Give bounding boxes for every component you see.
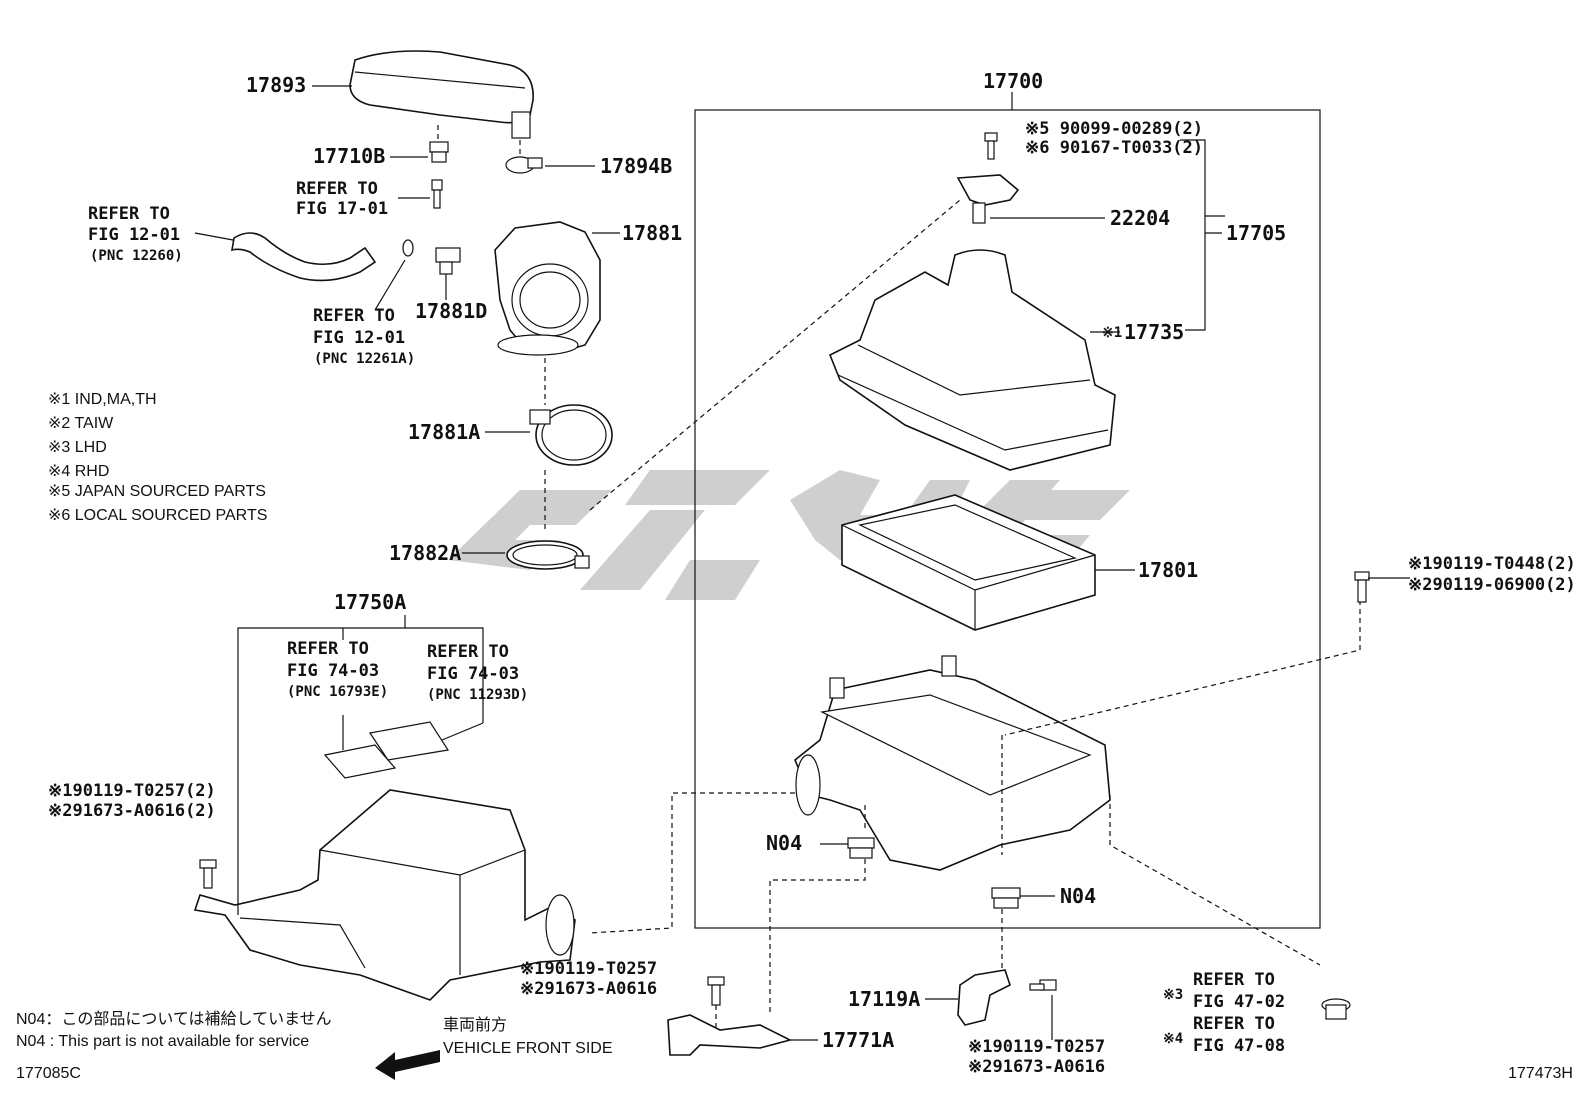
ref-17-01-line1: REFER TO <box>296 179 378 199</box>
pnc-17750A: 17750A <box>334 590 406 614</box>
ref-47-08-mark: ※4 <box>1163 1031 1183 1047</box>
legend-item: ※2 TAIW <box>48 415 114 432</box>
pnc-17705: 17705 <box>1226 221 1286 245</box>
cleaner-case-lower-drawing <box>794 655 1111 871</box>
ref-12-01-a-pnc: (PNC 12260) <box>90 248 183 264</box>
grommet-17710B-drawing <box>390 125 449 163</box>
resonator-17750A-drawing <box>193 789 576 1001</box>
figure-code-left: 177085C <box>16 1065 81 1082</box>
bolt-callout-mid-2: ※291673-A0616 <box>520 979 657 999</box>
clamp-17894B-drawing <box>505 140 595 174</box>
bolt-mid-drawing <box>707 976 725 1030</box>
sensor-22204-drawing <box>956 174 1105 224</box>
band-17882A-drawing <box>462 540 590 570</box>
pnc-17735: 17735 <box>1124 320 1184 344</box>
intake-connector-17881-drawing <box>494 221 620 405</box>
ref-74-03-a-line1: REFER TO <box>287 639 369 659</box>
assembly-17700-frame <box>694 109 1321 929</box>
bolt-callout-bottom-2: ※291673-A0616 <box>968 1057 1105 1077</box>
legend-item: ※6 LOCAL SOURCED PARTS <box>48 507 267 524</box>
pnc-17881: 17881 <box>622 221 682 245</box>
ref-12-01-a-line1: REFER TO <box>88 204 170 224</box>
hose-12260-drawing <box>194 232 377 282</box>
ref-47-02-line2: FIG 47-02 <box>1193 992 1285 1012</box>
sensor-bolt-drawing <box>398 179 443 209</box>
ref-12-01-b-line1: REFER TO <box>313 306 395 326</box>
pnc-17771A: 17771A <box>822 1028 894 1052</box>
grommet-n04-left-drawing <box>820 837 875 859</box>
pnc-22204: 22204 <box>1110 206 1170 230</box>
label-11293D <box>368 721 449 761</box>
bolt-right-drawing <box>1354 571 1410 603</box>
cleaner-case-cap-17735-drawing <box>828 249 1120 471</box>
ref-74-03-b-pnc: (PNC 11293D) <box>427 687 528 703</box>
legend-item: ※5 JAPAN SOURCED PARTS <box>48 483 266 500</box>
ref-12-01-b-pnc: (PNC 12261A) <box>314 351 415 367</box>
bolt-callout-left-1: ※190119-T0257(2) <box>48 781 216 801</box>
pnc-17881D: 17881D <box>415 299 487 323</box>
pnc-17882A: 17882A <box>389 541 461 565</box>
pnc-17881A: 17881A <box>408 420 480 444</box>
grommet-bottom-right-drawing <box>1321 998 1351 1020</box>
clip-12261A-drawing <box>374 239 414 311</box>
ref-47-08-line2: FIG 47-08 <box>1193 1036 1285 1056</box>
pnc-17893: 17893 <box>246 73 306 97</box>
pnc-n04-right: N04 <box>1060 884 1096 908</box>
bolt-bottom-drawing <box>1029 979 1057 1040</box>
air-filter-17801-drawing <box>841 494 1135 631</box>
pnc-17119A: 17119A <box>848 987 920 1011</box>
figure-code-right: 177473H <box>1508 1065 1573 1082</box>
bolt-left-drawing <box>199 859 217 889</box>
bolt-callout-left-2: ※291673-A0616(2) <box>48 801 216 821</box>
fitting-17881D-drawing <box>435 247 461 300</box>
ref-12-01-a-line2: FIG 12-01 <box>88 225 180 245</box>
bolt-callout-mid-1: ※190119-T0257 <box>520 959 657 979</box>
ref-74-03-a-pnc: (PNC 16793E) <box>287 684 388 700</box>
bracket-17771A-drawing <box>667 1014 818 1056</box>
bolt-callout-right-1: ※190119-T0448(2) <box>1408 554 1576 574</box>
resonator-17893-drawing <box>312 50 534 139</box>
legend-item: ※3 LHD <box>48 439 107 456</box>
pnc-17710B: 17710B <box>313 144 385 168</box>
ref-47-02-line1: REFER TO <box>1193 970 1275 990</box>
vehicle-front-en: VEHICLE FRONT SIDE <box>443 1040 613 1057</box>
bolt-callout-bottom-1: ※190119-T0257 <box>968 1037 1105 1057</box>
pnc-17735-mark: ※1 <box>1102 325 1122 341</box>
ref-74-03-a-line2: FIG 74-03 <box>287 661 379 681</box>
bolt-callout-top-1: ※5 90099-00289(2) <box>1025 119 1203 139</box>
pnc-17801: 17801 <box>1138 558 1198 582</box>
legend-item: ※1 IND,MA,TH <box>48 391 157 408</box>
ref-47-08-line1: REFER TO <box>1193 1014 1275 1034</box>
legend: ※1 IND,MA,TH ※2 TAIW ※3 LHD ※4 RHD ※5 JA… <box>48 391 267 524</box>
legend-item: ※4 RHD <box>48 463 109 480</box>
ref-12-01-b-line2: FIG 12-01 <box>313 328 405 348</box>
bolt-callout-top-2: ※6 90167-T0033(2) <box>1025 138 1203 158</box>
ref-47-02-mark: ※3 <box>1163 987 1183 1003</box>
footnote-n04-en: N04 : This part is not available for ser… <box>16 1033 309 1050</box>
ref-74-03-b-line2: FIG 74-03 <box>427 664 519 684</box>
clamp-17881A-drawing <box>485 404 613 530</box>
footnote-n04-jp: N04：この部品については補給していません <box>16 1010 332 1028</box>
vehicle-front-arrow-icon <box>375 1050 440 1080</box>
pnc-n04-left: N04 <box>766 831 802 855</box>
pnc-17894B: 17894B <box>600 154 672 178</box>
ref-74-03-b-line1: REFER TO <box>427 642 509 662</box>
bracket-17119A-drawing <box>925 969 1011 1026</box>
ref-17-01-line2: FIG 17-01 <box>296 199 388 219</box>
pnc-17700: 17700 <box>983 69 1043 93</box>
vehicle-front-jp: 車両前方 <box>443 1016 507 1034</box>
label-16793E <box>323 744 397 779</box>
bolt-callout-right-2: ※290119-06900(2) <box>1408 575 1576 595</box>
grommet-n04-right-drawing <box>991 887 1055 909</box>
bolt-top-drawing <box>984 132 998 160</box>
